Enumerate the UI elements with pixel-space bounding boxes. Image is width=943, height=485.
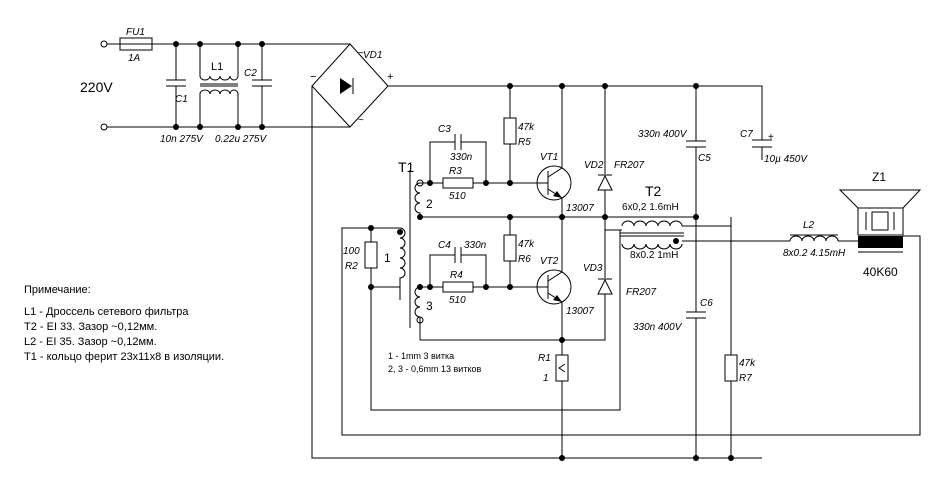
vd2-ref: VD2 [584, 160, 604, 171]
resistor-r5: 47k R5 [503, 83, 535, 183]
vt2-ref: VT2 [540, 256, 559, 267]
capacitor-c2: C2 0.22u 275V [215, 41, 272, 145]
fuse-fu1: FU1 1A [119, 27, 153, 64]
capacitor-c5: 330n 400V C5 [638, 83, 711, 217]
r1-ref: R1 [538, 353, 551, 364]
t2-secondary: 8x0.2 1mH [630, 250, 678, 261]
z1-ref: Z1 [872, 170, 886, 184]
terminal-top [100, 40, 108, 48]
t2-primary: 6x0,2 1.6mH [622, 202, 679, 213]
r4-ref: R4 [450, 270, 463, 281]
capacitor-c1: C1 10n 275V [160, 41, 204, 145]
c5-value: 330n 400V [638, 129, 688, 140]
c7-ref: C7 [740, 129, 753, 140]
fu1-ref: FU1 [126, 27, 145, 38]
resistor-r7: 47k R7 [724, 217, 756, 461]
c4-value: 330n [464, 240, 487, 251]
mains-input: 220V [80, 40, 113, 131]
r7-value: 47k [739, 358, 756, 369]
choke-l1: L1 [197, 41, 241, 130]
r3-ref: R3 [449, 166, 462, 177]
r7-ref: R7 [739, 373, 752, 384]
mains-voltage-label: 220V [80, 79, 113, 95]
inductor-l2: L2 8x0.2 4.15mH [783, 220, 858, 259]
t1-winding-2: 2 [426, 197, 433, 211]
z1-value: 40K60 [863, 265, 898, 279]
vd3-ref: VD3 [583, 263, 603, 274]
rc-c4-r4: C4 330n R4 510 [420, 240, 540, 306]
diode-vd2: VD2 FR207 [584, 83, 644, 217]
c3-value: 330n [450, 152, 473, 163]
resistor-r1: R1 1 [538, 340, 569, 461]
t1-winding-3: 3 [426, 299, 433, 313]
c7-plus: + [768, 132, 774, 143]
capacitor-c6: C6 330n 400V [633, 217, 713, 461]
vt1-part: 13007 [566, 203, 594, 214]
transformer-t1: T1 1 2 3 [384, 159, 433, 340]
vd1-plus-label: + [387, 71, 393, 83]
vd3-part: FR207 [626, 287, 656, 298]
c3-ref: C3 [438, 124, 451, 135]
fu1-value: 1A [128, 53, 141, 64]
rc-c3-r3: C3 330n R3 510 [416, 124, 540, 202]
note-3: L2 - EI 35. Зазор ~0,12мм. [24, 336, 157, 348]
c7-value: 10µ 450V [764, 154, 808, 165]
speaker-z1: Z1 40K60 [341, 170, 922, 436]
vd1-ac-bottom: ~ [358, 115, 364, 126]
notes-title: Примечание: [24, 284, 91, 296]
vt2-part: 13007 [566, 306, 594, 317]
t1-ref: T1 [398, 159, 415, 175]
r5-value: 47k [518, 122, 535, 133]
loop-return [341, 227, 371, 300]
c6-ref: C6 [700, 298, 713, 309]
transformer-t2: T2 6x0,2 1.6mH 8x0.2 1mH [604, 183, 790, 261]
vd1-ac-top: ~ [358, 48, 364, 59]
transistor-vt2: VT2 13007 [536, 217, 594, 340]
ground-rail [311, 86, 762, 459]
c1-value: 10n 275V [160, 134, 204, 145]
note-4: T1 - кольцо ферит 23х11х8 в изоляции. [24, 351, 224, 363]
feedback-loop [370, 230, 621, 411]
vd2-part: FR207 [614, 160, 644, 171]
c2-ref: C2 [244, 68, 257, 79]
r1-value: 1 [543, 373, 549, 384]
c4-ref: C4 [438, 240, 451, 251]
t1-winding-1: 1 [384, 251, 391, 265]
c1-ref: C1 [175, 94, 188, 105]
r3-value: 510 [449, 191, 466, 202]
note-1: L1 - Дроссель сетевого фильтра [24, 306, 189, 318]
l2-ref: L2 [803, 220, 815, 231]
terminal-bottom [100, 123, 108, 131]
r2-ref: R2 [345, 261, 358, 272]
l1-ref: L1 [211, 61, 223, 73]
c2-value: 0.22u 275V [215, 134, 267, 145]
capacitor-c7: + C7 10µ 450V [740, 129, 808, 165]
resistor-r6: 47k R6 [503, 214, 535, 287]
resistor-r2: 100 R2 [343, 225, 400, 290]
bridge-vd1: VD1 − + ~ ~ [310, 43, 393, 128]
vd1-ref: VD1 [363, 50, 382, 61]
vd1-minus-label: − [310, 71, 316, 83]
vt1-ref: VT1 [540, 152, 558, 163]
r5-ref: R5 [518, 137, 531, 148]
r6-ref: R6 [518, 254, 531, 265]
winding-note-1: 1 - 1mm 3 витка [388, 351, 454, 361]
r6-value: 47k [518, 239, 535, 250]
transistor-vt1: VT1 13007 [536, 83, 594, 217]
note-2: T2 - EI 33. Зазор ~0,12мм. [24, 321, 157, 333]
winding-note-2: 2, 3 - 0,6mm 13 витков [388, 364, 482, 374]
t2-ref: T2 [645, 183, 662, 199]
r2-value: 100 [343, 246, 360, 257]
r4-value: 510 [449, 295, 466, 306]
c5-ref: C5 [698, 153, 711, 164]
c6-value: 330n 400V [633, 322, 683, 333]
l2-value: 8x0.2 4.15mH [783, 248, 846, 259]
